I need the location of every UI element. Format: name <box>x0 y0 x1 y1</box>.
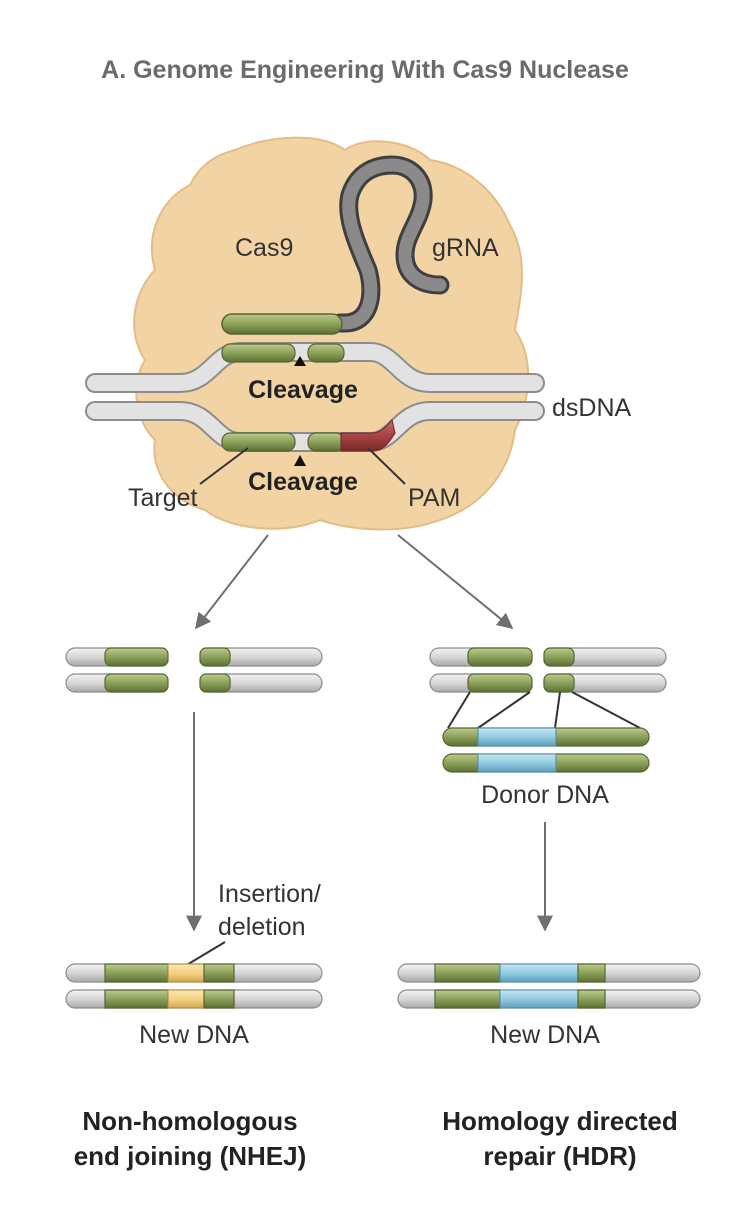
arrow-to-nhej <box>195 534 269 630</box>
hdr-caption-line2: repair (HDR) <box>483 1141 636 1171</box>
nhej-new-dna <box>65 963 323 1009</box>
nhej-caption-line1: Non-homologous <box>82 1106 297 1136</box>
new-dna-label-left: New DNA <box>139 1021 249 1049</box>
hdr-new-dna <box>397 963 701 1009</box>
insertion-leader-line <box>184 941 226 967</box>
nhej-broken-dna <box>65 647 323 693</box>
pam-label: PAM <box>408 484 460 512</box>
arrow-to-hdr <box>397 534 514 630</box>
donor-dna <box>442 727 650 773</box>
cleavage-marker-top <box>294 356 306 366</box>
diagram-title: A. Genome Engineering With Cas9 Nuclease <box>101 56 629 84</box>
target-label: Target <box>128 484 198 512</box>
grna-label: gRNA <box>432 234 499 262</box>
hdr-broken-dna <box>429 647 667 693</box>
pam-segment <box>340 418 396 452</box>
hdr-caption-line1: Homology directed <box>442 1106 677 1136</box>
target-segment-bottom-left <box>221 432 296 452</box>
target-segment-top-right <box>307 343 345 363</box>
insertion-label-line2: deletion <box>218 913 306 941</box>
cas9-label: Cas9 <box>235 234 293 262</box>
dsdna-label: dsDNA <box>552 394 632 422</box>
cleavage-marker-bottom <box>294 455 306 466</box>
cleavage-label-top: Cleavage <box>248 376 358 404</box>
nhej-caption-line2: end joining (NHEJ) <box>74 1141 307 1171</box>
pam-leader-line <box>367 447 406 485</box>
new-dna-label-right: New DNA <box>490 1021 600 1049</box>
grna-spacer <box>221 313 343 335</box>
cleavage-label-bottom: Cleavage <box>248 468 358 496</box>
donor-dna-label: Donor DNA <box>481 781 609 809</box>
target-leader-line <box>199 447 249 485</box>
donor-alignment-lines <box>447 691 641 729</box>
target-segment-top-left <box>221 343 296 363</box>
target-segment-bottom-right <box>307 432 345 452</box>
insertion-label-line1: Insertion/ <box>218 880 321 908</box>
